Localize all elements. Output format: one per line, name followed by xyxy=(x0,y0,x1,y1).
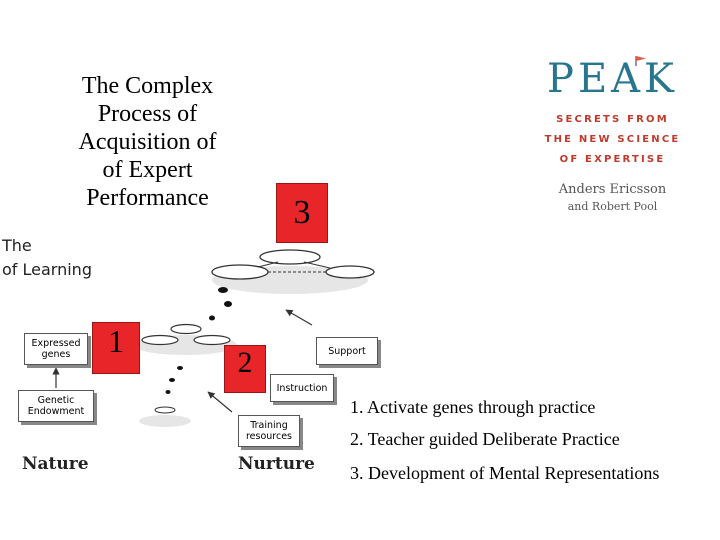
box-label: Genetic xyxy=(37,395,75,406)
book-subtitle-line: OF EXPERTISE xyxy=(559,154,666,165)
diagram-heading-line: of Learning xyxy=(2,260,92,279)
training-resources-box: Training resources xyxy=(238,415,300,447)
dots-upper xyxy=(209,287,232,321)
genetic-endowment-box: Genetic Endowment xyxy=(18,390,94,422)
book-coauthor: and Robert Pool xyxy=(567,200,658,213)
nurture-label: Nurture xyxy=(238,454,315,474)
book-author: Anders Ericsson xyxy=(558,182,667,197)
box-label: Training xyxy=(250,420,288,431)
arrow-support xyxy=(285,309,313,326)
dots-lower xyxy=(165,366,183,394)
title-line: Acquisition of xyxy=(78,129,217,155)
box-label: Support xyxy=(328,345,366,357)
box-label: Endowment xyxy=(27,406,85,417)
marker-2: 2 xyxy=(224,345,266,393)
nature-label: Nature xyxy=(22,454,89,474)
book-subtitle-line: SECRETS FROM xyxy=(556,114,669,125)
slide-title: The Complex Process of Acquisition of of… xyxy=(40,72,255,212)
title-line: of Expert xyxy=(102,157,193,183)
diagram-heading: The of Learning xyxy=(2,234,92,282)
arrow-training xyxy=(207,391,233,413)
level2-cluster xyxy=(133,323,237,355)
marker-3: 3 xyxy=(276,183,328,243)
diagram-heading-line: The xyxy=(2,236,32,255)
box-label: Expressed xyxy=(31,338,81,349)
book-cover: PEAK SECRETS FROM THE NEW SCIENCE OF EXP… xyxy=(520,50,705,230)
title-line: Performance xyxy=(86,185,209,211)
support-box: Support xyxy=(316,337,378,365)
flag-icon xyxy=(635,56,646,66)
title-line: Process of xyxy=(97,101,198,127)
step-item: 1. Activate genes through practice xyxy=(350,397,596,417)
book-subtitle-line: THE NEW SCIENCE xyxy=(544,134,681,145)
expressed-genes-box: Expressed genes xyxy=(24,333,88,365)
level3-cluster xyxy=(211,249,375,294)
instruction-box: Instruction xyxy=(270,374,334,402)
box-label: resources xyxy=(245,431,293,442)
marker-1: 1 xyxy=(92,322,140,374)
step-item: 2. Teacher guided Deliberate Practice xyxy=(350,429,620,449)
book-title: PEAK xyxy=(547,56,678,102)
level1-cluster xyxy=(139,406,191,427)
title-line: The Complex xyxy=(81,73,214,99)
box-label: Instruction xyxy=(276,382,328,394)
step-item: 3. Development of Mental Representations xyxy=(350,463,660,483)
box-label: genes xyxy=(41,349,71,360)
